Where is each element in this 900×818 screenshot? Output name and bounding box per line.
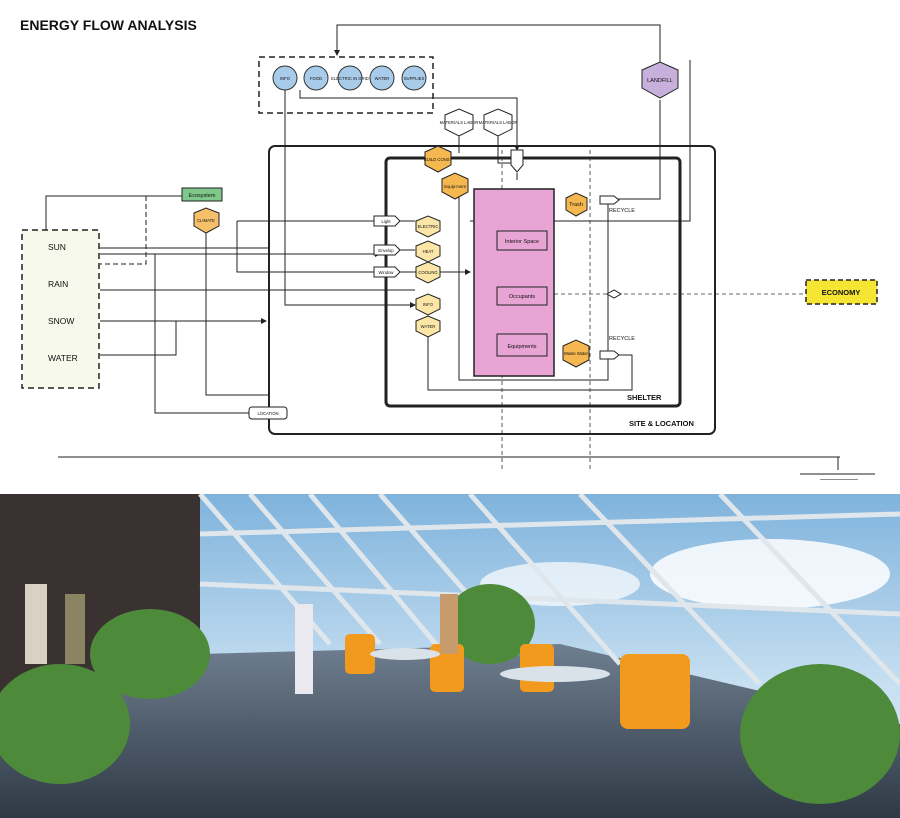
landfill-label: LANDFILL (647, 78, 673, 84)
trash-hex (565, 192, 588, 217)
equipments-box (496, 333, 548, 357)
diagram-title: ENERGY FLOW ANALYSIS (20, 17, 197, 33)
heat-hex (415, 240, 441, 263)
input-supplies-label: SUPPLIES (404, 76, 425, 81)
ecosystem-box (181, 187, 223, 202)
input-food-circle (303, 65, 329, 91)
info-label: INFO (423, 302, 434, 307)
location-label: LOCATION (257, 411, 278, 416)
ecosystem-label: Ecosystem (189, 193, 216, 199)
source-water: WATER (48, 353, 78, 363)
shelter-frame (384, 156, 682, 408)
envelop-tag (373, 244, 401, 256)
info-hex (415, 293, 441, 316)
heat-label: HEAT (423, 249, 434, 254)
climate-label: CLIMATE (197, 218, 215, 223)
recycle-top-tag (599, 195, 620, 205)
equipments-label: Equipments (507, 344, 536, 350)
source-snow: SNOW (48, 316, 74, 326)
recycle-top-label: RECYCLE (609, 208, 635, 214)
window-tag (373, 266, 401, 278)
envelop-label: Envelop (378, 248, 394, 253)
buildconst-hex (424, 145, 452, 173)
waste-water-label: Waste Water (564, 351, 588, 356)
cooling-label: COOLING (418, 270, 437, 275)
cooling-hex (415, 261, 441, 284)
glass-mullions (198, 494, 900, 686)
interior-rendering (0, 494, 900, 818)
electric-hex (415, 215, 441, 238)
materials-label-1: MATERIALS LABOR (440, 120, 479, 125)
materials-hex-2 (483, 108, 513, 137)
economy-diamond (605, 289, 623, 299)
input-info-label: INFO (280, 76, 291, 81)
people (25, 584, 458, 694)
cloud (650, 539, 890, 609)
water-hex (415, 315, 441, 338)
input-electric-label: ELECTRIC IN GRID (331, 76, 369, 81)
occupants-label: Occupants (509, 294, 536, 300)
inputs-group (258, 56, 434, 114)
landfill-hex (641, 61, 679, 99)
economy-box (805, 279, 878, 305)
interior-space-box (496, 230, 548, 251)
occupants-box (496, 286, 548, 306)
materials-hex-1 (444, 108, 474, 137)
climate-hex (193, 207, 220, 234)
recycle-bottom-label: RECYCLE (609, 336, 635, 342)
site-location-label: SITE & LOCATION (629, 419, 694, 428)
input-water-label: WATER (375, 76, 390, 81)
recycle-bottom-tag (599, 350, 620, 360)
equipment-label: Equip-ment (444, 184, 466, 189)
electric-label: ELECTRIC (418, 224, 439, 229)
trash-label: Trash (569, 202, 583, 208)
window-label: Window (379, 270, 395, 275)
equipment-hex (441, 172, 469, 200)
source-rain: RAIN (48, 279, 68, 289)
shelter-label: SHELTER (627, 393, 662, 402)
location-box (248, 406, 288, 420)
materials-label-2: MATERIALS LABOR (479, 120, 518, 125)
tables (370, 648, 610, 682)
water-label: WATER (421, 324, 436, 329)
plants (0, 584, 900, 804)
energy-flow-diagram: ENERGY FLOW ANALYSIS INFO FOOD ELECTRIC … (20, 17, 878, 481)
sources-box (21, 229, 100, 389)
flow-lines (45, 24, 875, 481)
economy-label: ECONOMY (822, 288, 861, 297)
input-supplies-circle (401, 65, 427, 91)
interior-space-label: Interior Space (505, 239, 539, 245)
input-water-circle (369, 65, 395, 91)
source-sun: SUN (48, 242, 66, 252)
input-food-label: FOOD (310, 76, 322, 81)
input-circles: INFO FOOD ELECTRIC IN GRID WATER SUPPLIE… (272, 65, 427, 91)
light-label: Light (381, 219, 391, 224)
buildconst-label: BUILD CONST (424, 157, 453, 162)
waste-water-hex (562, 339, 590, 368)
light-tag (373, 215, 401, 227)
input-electric-circle (337, 65, 363, 91)
valve-shape (510, 149, 524, 173)
site-location-frame (268, 145, 716, 435)
